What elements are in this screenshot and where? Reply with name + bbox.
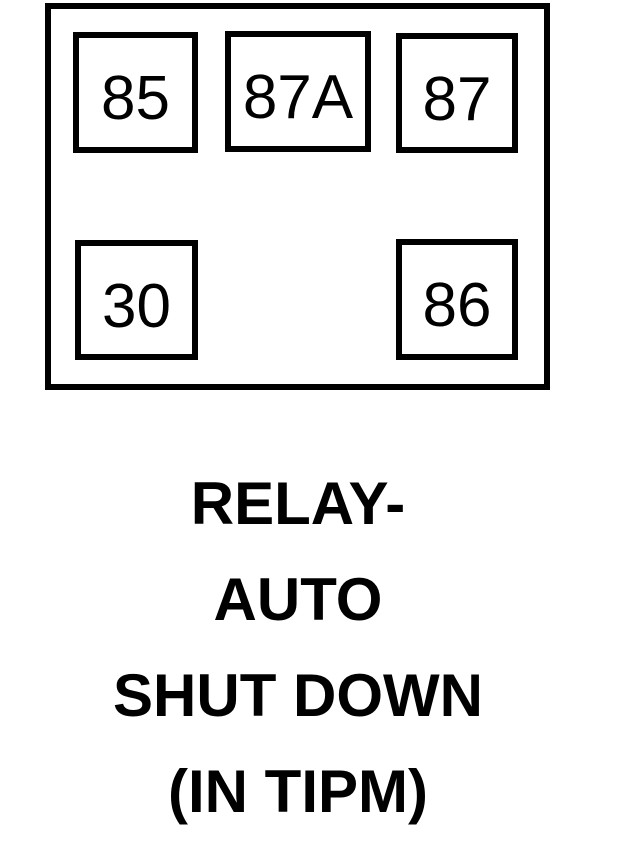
caption-line-2: AUTO — [213, 566, 383, 633]
caption-line-4: (IN TIPM) — [168, 758, 428, 825]
pin-label-87: 87 — [422, 64, 492, 134]
pin-square-87a: 87A — [225, 31, 371, 152]
caption-line-1: RELAY- — [190, 470, 406, 537]
pin-label-86: 86 — [422, 271, 492, 340]
pin-square-30: 30 — [75, 240, 198, 360]
caption-line-3: SHUT DOWN — [113, 662, 483, 729]
pin-label-87a: 87A — [242, 63, 354, 132]
pin-label-30: 30 — [102, 271, 171, 341]
pin-label-85: 85 — [101, 64, 170, 133]
relay-outline-box: 85 87A 87 30 86 — [45, 3, 550, 390]
pin-square-86: 86 — [396, 239, 518, 360]
relay-caption: RELAY- AUTO SHUT DOWN (IN TIPM) — [45, 456, 551, 840]
pin-square-87: 87 — [396, 33, 518, 153]
pin-square-85: 85 — [73, 32, 198, 153]
